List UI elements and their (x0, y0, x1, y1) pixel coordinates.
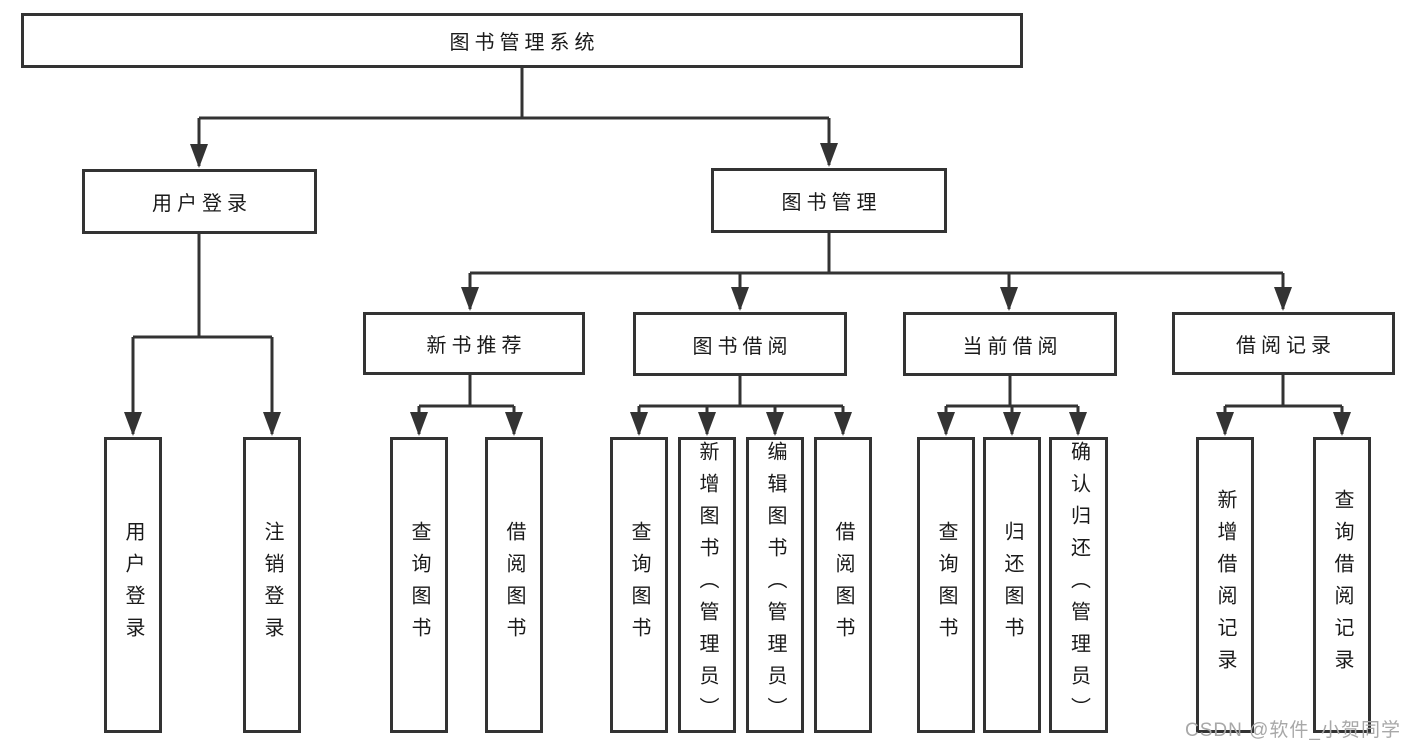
node-leaf-return-books: 归还图书 (983, 437, 1041, 733)
node-leaf-logout: 注销登录 (243, 437, 301, 733)
node-leaf-add-borrow-record: 新增借阅记录 (1196, 437, 1254, 733)
node-library-management-system: 图书管理系统 (21, 13, 1023, 68)
node-leaf-confirm-return-admin: 确认归还（管理员） (1049, 437, 1108, 733)
node-leaf-user-login: 用户登录 (104, 437, 162, 733)
node-leaf-query-borrow-record: 查询借阅记录 (1313, 437, 1371, 733)
node-leaf-query-books-recommend: 查询图书 (390, 437, 448, 733)
watermark: CSDN @软件_小贺同学 (1185, 720, 1401, 741)
node-borrowing-records: 借阅记录 (1172, 312, 1395, 375)
node-leaf-borrow-books-recommend: 借阅图书 (485, 437, 543, 733)
node-leaf-borrow-books: 借阅图书 (814, 437, 872, 733)
node-leaf-edit-books-admin: 编辑图书（管理员） (746, 437, 804, 733)
node-current-borrowing: 当前借阅 (903, 312, 1117, 376)
node-leaf-query-books-borrowing: 查询图书 (610, 437, 668, 733)
node-book-borrowing: 图书借阅 (633, 312, 847, 376)
node-new-book-recommendation: 新书推荐 (363, 312, 585, 375)
node-leaf-add-books-admin: 新增图书（管理员） (678, 437, 736, 733)
node-book-management: 图书管理 (711, 168, 947, 233)
node-user-login: 用户登录 (82, 169, 317, 234)
node-leaf-query-books-current: 查询图书 (917, 437, 975, 733)
